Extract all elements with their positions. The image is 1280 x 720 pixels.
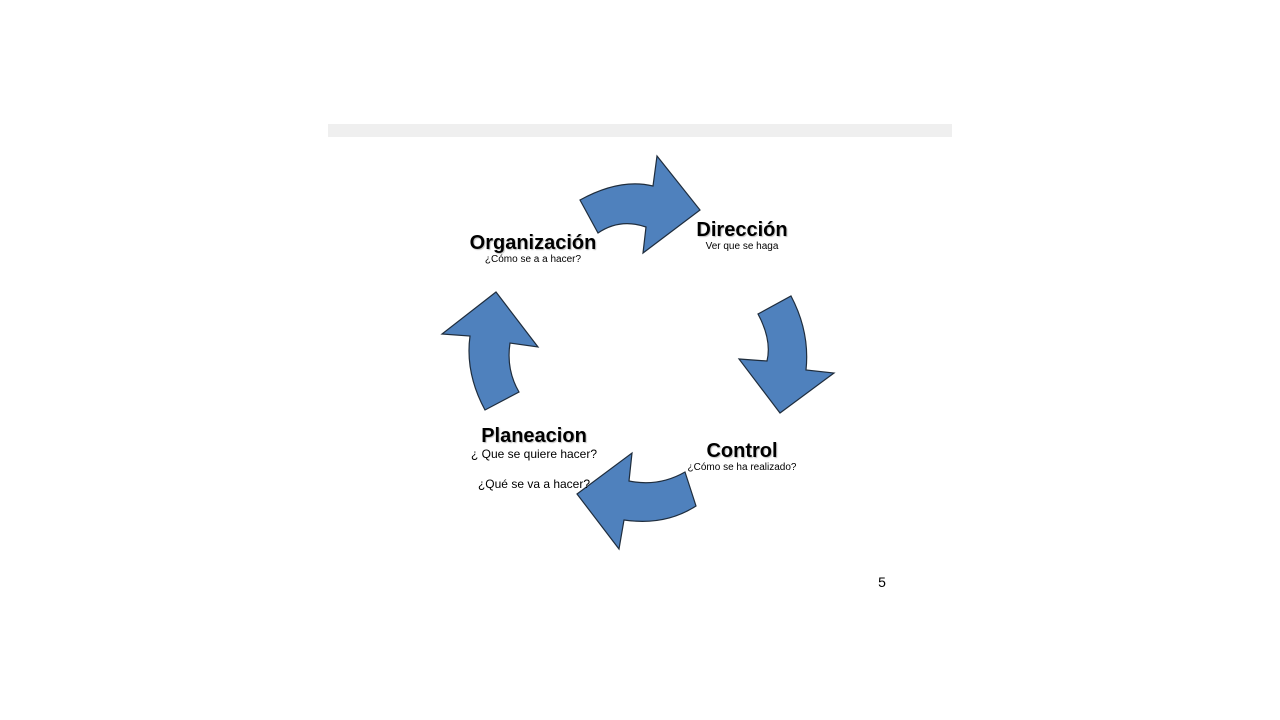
node-direccion-title: Dirección <box>696 219 788 241</box>
arrow-direccion-to-control <box>737 295 836 414</box>
header-band <box>328 124 952 137</box>
node-planeacion-line1: ¿ Que se quiere hacer? <box>470 447 598 461</box>
node-organizacion-subtitle: ¿Cómo se a a hacer? <box>484 254 582 265</box>
node-organizacion: Organización ¿Cómo se a a hacer? <box>453 232 613 266</box>
node-planeacion-line2: ¿Qué se va a hacer? <box>477 477 591 491</box>
node-direccion: Dirección Ver que se haga <box>672 219 812 253</box>
node-direccion-subtitle: Ver que se haga <box>705 241 779 252</box>
page-number: 5 <box>878 574 886 590</box>
node-control: Control ¿Cómo se ha realizado? <box>672 440 812 474</box>
node-planeacion-title: Planeacion <box>481 425 587 447</box>
node-organizacion-title: Organización <box>469 232 597 254</box>
node-control-title: Control <box>706 440 778 462</box>
node-planeacion: Planeacion ¿ Que se quiere hacer? ¿Qué s… <box>454 425 614 492</box>
arrow-planeacion-to-organizacion <box>440 291 540 411</box>
node-control-subtitle: ¿Cómo se ha realizado? <box>687 462 797 473</box>
arrow-control-to-planeacion <box>576 451 697 551</box>
arrow-organizacion-to-direccion <box>579 154 701 255</box>
